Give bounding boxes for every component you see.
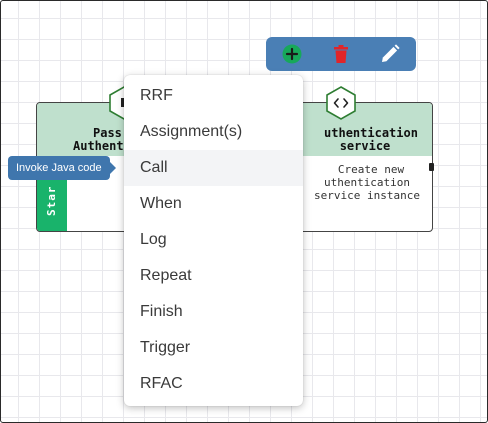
add-step-menu: RRF Assignment(s) Call When Log Repeat F… <box>124 75 303 406</box>
node-title-line-2: service <box>339 139 391 153</box>
menu-item-assignments[interactable]: Assignment(s) <box>140 123 243 140</box>
menu-item-log[interactable]: Log <box>140 231 167 248</box>
node-title-line-1: Pass <box>93 126 122 140</box>
menu-item-when[interactable]: When <box>140 195 182 212</box>
code-brackets-icon <box>326 86 356 120</box>
node-title-line-1: uthentication <box>324 126 418 140</box>
node-desc-line-1: Create new <box>337 163 405 176</box>
node-authentication-service[interactable]: uthentication service Create new uthenti… <box>287 102 433 232</box>
node-desc-line-2: uthentication <box>323 176 411 189</box>
menu-item-rrf[interactable]: RRF <box>140 87 173 104</box>
menu-item-trigger[interactable]: Trigger <box>140 339 191 356</box>
node-title-line-2: Authent <box>73 139 124 153</box>
trash-icon[interactable] <box>331 44 351 64</box>
node-description: Create new uthentication service instanc… <box>288 163 432 202</box>
node-title: Pass Authent <box>37 127 168 153</box>
pencil-icon[interactable] <box>380 44 400 64</box>
add-circle-icon[interactable] <box>282 44 302 64</box>
node-header <box>288 103 432 156</box>
menu-item-finish[interactable]: Finish <box>140 303 183 320</box>
start-tag-label: Star <box>45 185 58 217</box>
menu-item-rfac[interactable]: RFAC <box>140 375 183 392</box>
node-output-port[interactable] <box>429 163 434 171</box>
menu-item-repeat[interactable]: Repeat <box>140 267 192 284</box>
node-toolbar <box>266 37 416 71</box>
node-desc-line-3: service instance <box>314 189 420 202</box>
tooltip: Invoke Java code <box>8 156 116 180</box>
node-title: uthentication service <box>288 127 432 153</box>
menu-item-call[interactable]: Call <box>124 150 303 186</box>
